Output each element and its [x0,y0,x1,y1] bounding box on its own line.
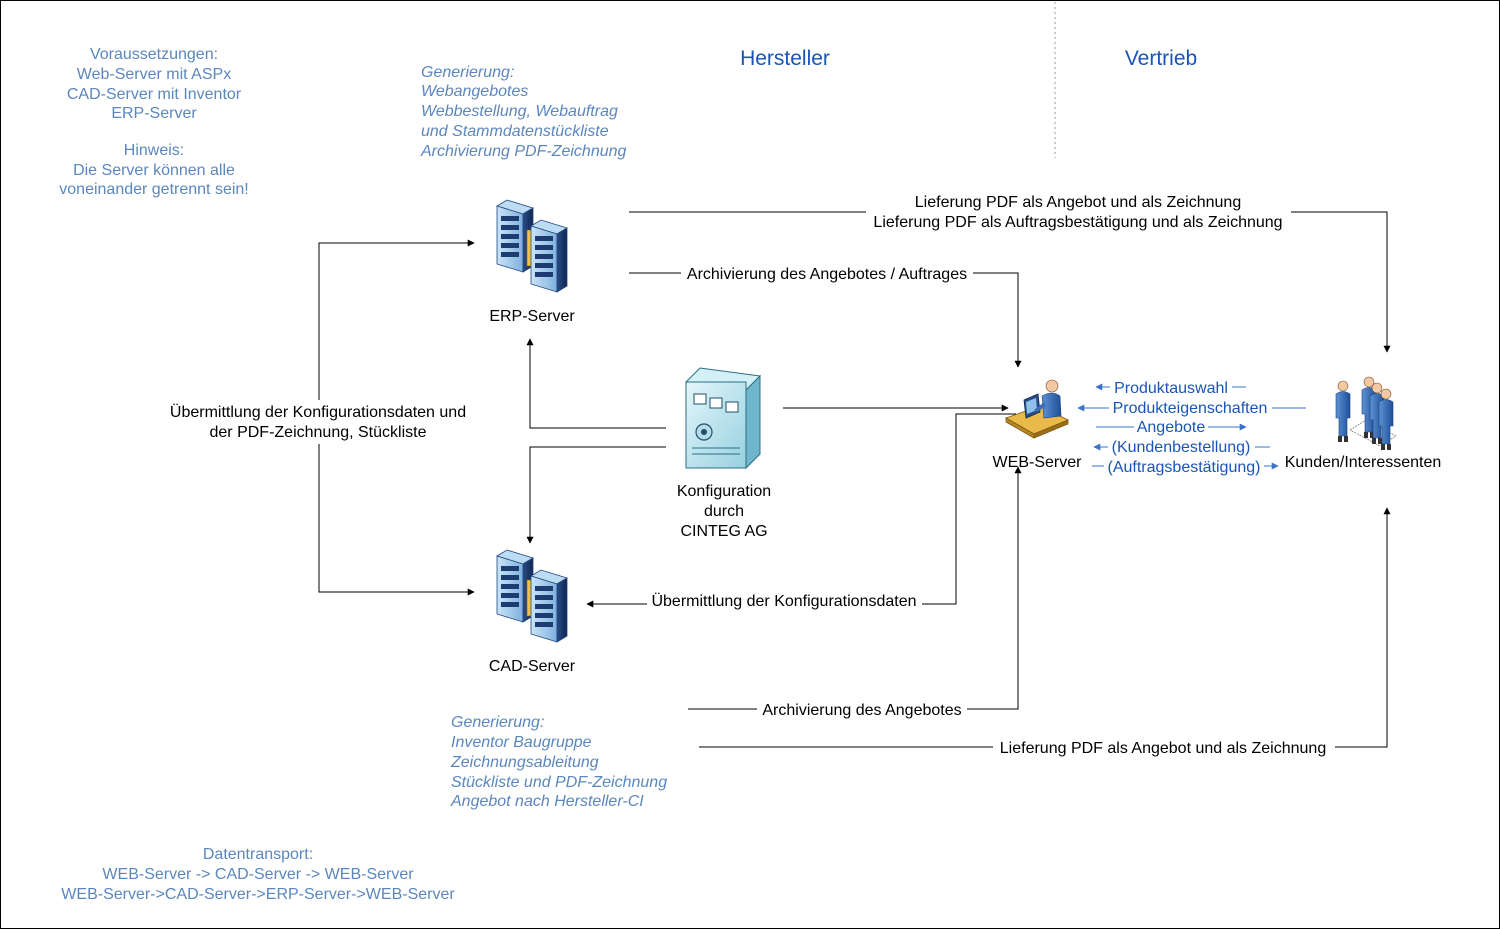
transfer-config-pdf-label: der PDF-Zeichnung, Stückliste [210,424,427,441]
archive-offer-label: Archivierung des Angebotes [762,702,961,719]
archive-offer-order-connector [629,272,1022,368]
note-line: Angebot nach Hersteller-CI [450,793,644,810]
config-label: Konfiguration [677,483,771,500]
mainframe-icon [684,367,762,470]
note-line: Datentransport: [203,846,313,863]
config-label: CINTEG AG [680,523,767,540]
archive-offer-order-label: Archivierung des Angebotes / Auftrages [687,266,967,283]
delivery-bottom-label: Lieferung PDF als Angebot und als Zeichn… [1000,740,1326,757]
transport-note: Datentransport: WEB-Server -> CAD-Server… [61,846,455,903]
delivery-top-label: Lieferung PDF als Auftragsbestätigung un… [873,214,1282,231]
note-line: WEB-Server->CAD-Server->ERP-Server->WEB-… [61,886,455,903]
heading-vertrieb: Vertrieb [1125,47,1197,70]
note-line: Archivierung PDF-Zeichnung [420,143,627,160]
note-line: Stückliste und PDF-Zeichnung [451,774,667,791]
transfer-config-pdf-to-cad [318,440,475,596]
people-group-icon [1335,376,1397,451]
note-line: Hinweis: [124,142,184,159]
config-label: durch [704,503,744,520]
note-line: Zeichnungsableitung [450,754,599,771]
config-node: Konfiguration durch CINTEG AG [677,367,771,540]
web-server-node: WEB-Server [993,379,1083,471]
prerequisites-note: Voraussetzungen: Web-Server mit ASPx CAD… [59,46,248,198]
note-line: WEB-Server -> CAD-Server -> WEB-Server [102,866,414,883]
web-server-label: WEB-Server [993,454,1083,471]
note-line: voneinander getrennt sein! [59,181,248,198]
cad-server-label: CAD-Server [489,658,576,675]
note-line: ERP-Server [111,105,197,122]
erp-generation-note: Generierung: Webangebotes Webbestellung,… [420,64,627,160]
note-line: Webangebotes [421,83,528,100]
flow-produktauswahl-label: Produktauswahl [1114,380,1228,397]
note-line: Die Server können alle [73,162,235,179]
note-line: Webbestellung, Webauftrag [421,103,618,120]
server-rack-icon [496,549,568,643]
transfer-config-pdf-label: Übermittlung der Konfigurationsdaten und [170,403,466,421]
transfer-config-label: Übermittlung der Konfigurationsdaten [651,592,916,610]
flow-produkteigenschaften-label: Produkteigenschaften [1113,400,1268,417]
cad-server-node: CAD-Server [489,549,576,675]
note-line: Web-Server mit ASPx [77,66,231,83]
note-line: Generierung: [421,64,514,81]
note-line: Generierung: [451,714,544,731]
flow-auftragsbestaetigung-label: (Auftragsbestätigung) [1108,459,1261,476]
erp-server-label: ERP-Server [489,308,575,325]
config-to-erp-connector [526,338,666,429]
note-line: und Stammdatenstückliste [421,123,609,140]
web-workstation-icon [1005,379,1069,439]
delivery-top-label: Lieferung PDF als Angebot und als Zeichn… [915,194,1241,211]
delivery-bottom-connector [699,507,1391,748]
config-to-cad-connector [526,446,666,544]
flow-angebote-label: Angebote [1137,419,1206,436]
note-line: Inventor Baugruppe [451,734,592,751]
customers-node: Kunden/Interessenten [1285,376,1442,471]
note-line: CAD-Server mit Inventor [67,86,242,103]
heading-hersteller: Hersteller [740,47,830,70]
flow-kundenbestellung-label: (Kundenbestellung) [1112,439,1251,456]
note-line: Voraussetzungen: [90,46,218,63]
cad-generation-note: Generierung: Inventor Baugruppe Zeichnun… [450,714,667,810]
transfer-config-pdf-to-erp [318,239,475,420]
erp-server-node: ERP-Server [489,199,575,325]
customers-label: Kunden/Interessenten [1285,454,1442,471]
transfer-config-connector [586,413,1016,608]
server-rack-icon [496,199,568,293]
